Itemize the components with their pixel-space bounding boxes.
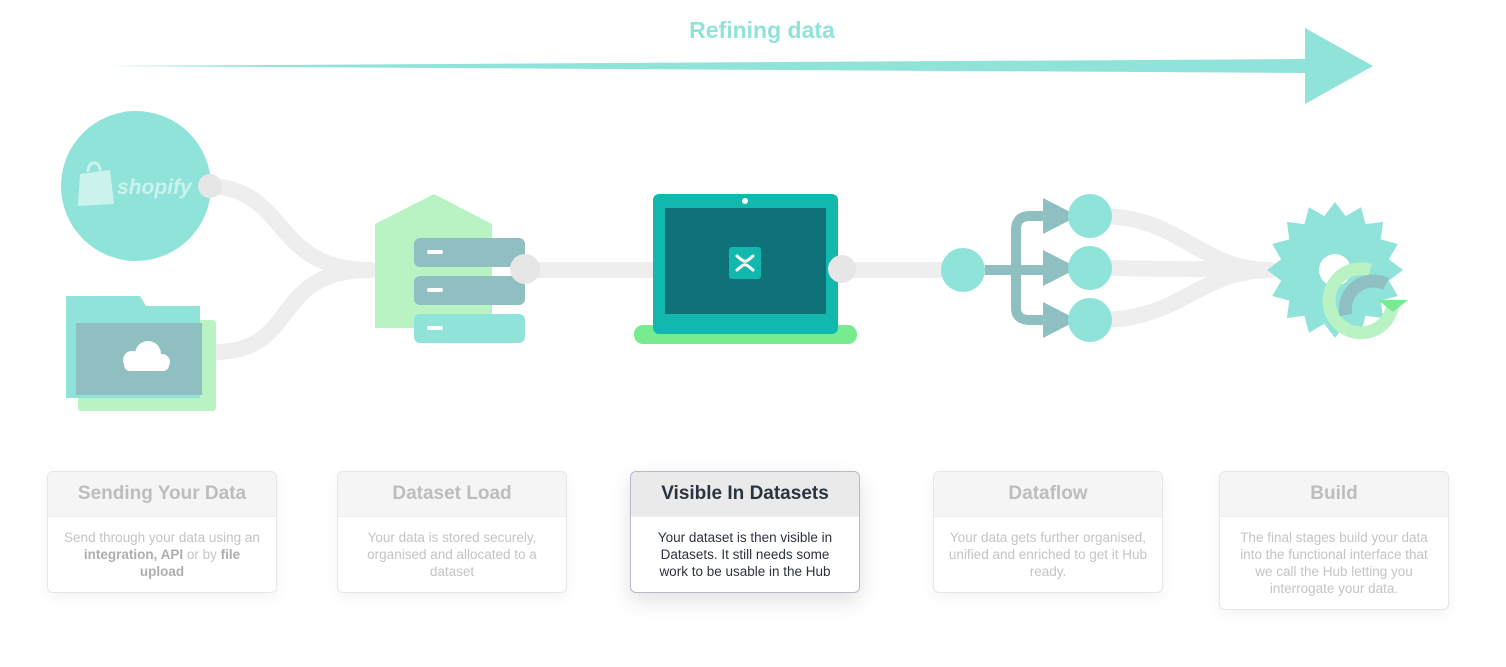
camera-dot <box>742 198 748 204</box>
stage-card-dataset-load[interactable]: Dataset Load Your data is stored securel… <box>337 471 567 593</box>
stage-desc-text: Your dataset is then visible in Datasets… <box>657 530 833 579</box>
build-illustration <box>1267 202 1408 340</box>
laptop-illustration <box>634 194 857 344</box>
stage-desc-bold: file upload <box>139 547 241 579</box>
stage-card-desc: Your dataset is then visible in Datasets… <box>631 517 859 592</box>
cloud-icon <box>123 341 170 371</box>
connector-node-bot <box>1092 262 1278 328</box>
dataflow-source-node <box>941 248 985 292</box>
dataset-load-illustration <box>375 194 540 343</box>
stage-card-title: Dataflow <box>934 472 1162 517</box>
stage-card-sending-your-data[interactable]: Sending Your Data Send through your data… <box>47 471 277 593</box>
dataflow-node-mid <box>1068 246 1112 290</box>
shopify-port <box>198 174 222 198</box>
branch-arrow-top <box>1043 198 1078 234</box>
connector-folder <box>207 262 378 360</box>
shopify-logo-text: shopify <box>117 176 193 199</box>
dataflow-illustration <box>941 194 1112 342</box>
stage-card-desc: The final stages build your data into th… <box>1220 517 1448 609</box>
server-row-2 <box>414 276 525 305</box>
stage-card-title: Sending Your Data <box>48 472 276 517</box>
stage-desc-text: Your data is stored securely, organised … <box>367 530 537 579</box>
dataset-port <box>510 254 540 284</box>
stage-card-desc: Your data is stored securely, organised … <box>338 517 566 592</box>
server-row-1 <box>414 238 525 267</box>
stage-card-title: Visible In Datasets <box>631 472 859 517</box>
dataflow-node-top <box>1068 194 1112 238</box>
stage-card-title: Build <box>1220 472 1448 517</box>
server-row-3 <box>414 314 525 343</box>
stage-card-build[interactable]: Build The final stages build your data i… <box>1219 471 1449 610</box>
stage-card-desc: Send through your data using an integrat… <box>48 517 276 592</box>
shopify-bag-icon <box>78 161 114 206</box>
app-logo-icon <box>729 247 761 279</box>
connector-lines <box>197 178 1278 360</box>
shopify-circle <box>61 111 211 261</box>
stage-desc-bold: integration, API <box>83 547 184 562</box>
stage-desc-text: The final stages build your data into th… <box>1240 530 1428 596</box>
stage-card-title: Dataset Load <box>338 472 566 517</box>
stage-card-dataflow[interactable]: Dataflow Your data gets further organise… <box>933 471 1163 593</box>
refining-arrow <box>110 28 1373 104</box>
dataflow-branches <box>985 211 1048 325</box>
stage-desc-text: Your data gets further organised, unifie… <box>948 530 1148 579</box>
refresh-arrow-icon <box>1322 262 1400 340</box>
branch-arrow-mid <box>1043 250 1078 286</box>
dataflow-node-bot <box>1068 298 1112 342</box>
connector-shopify <box>197 178 378 278</box>
stage-card-desc: Your data gets further organised, unifie… <box>934 517 1162 592</box>
stage-desc-text: Send through your data using an <box>64 530 260 545</box>
laptop-port <box>828 255 856 283</box>
diagram-title: Refining data <box>689 17 835 43</box>
stage-card-visible-in-datasets[interactable]: Visible In Datasets Your dataset is then… <box>630 471 860 593</box>
branch-arrow-bot <box>1043 302 1078 338</box>
sources-illustration: shopify <box>61 111 222 411</box>
stage-desc-text: or by <box>183 547 221 562</box>
